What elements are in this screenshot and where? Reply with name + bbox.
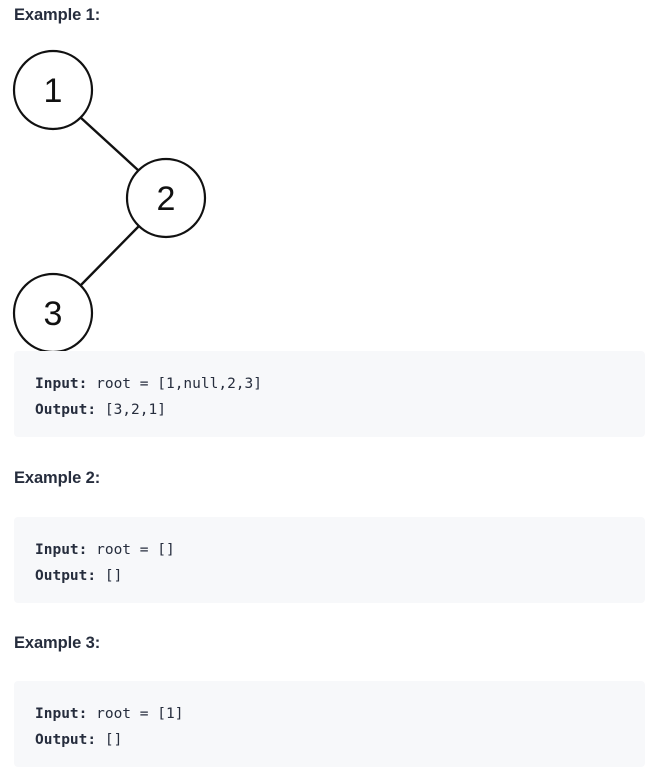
example-1-input-label: Input: [35,376,88,392]
example-1-output-line: Output: [3,2,1] [35,397,645,423]
example-3-heading: Example 3: [14,634,101,652]
example-3-output-value: [] [96,732,123,748]
example-1-code-block: Input: root = [1,null,2,3] Output: [3,2,… [14,351,645,437]
example-1-output-value: [3,2,1] [96,402,166,418]
example-1-output-label: Output: [35,402,97,418]
example-1-heading: Example 1: [14,6,101,24]
tree-node-2-label: 2 [157,180,176,218]
example-3-input-label: Input: [35,706,88,722]
tree-node-2-circle [125,157,207,239]
example-2-output-line: Output: [] [35,563,645,589]
example-3-output-label: Output: [35,732,97,748]
tree-node-1-label: 1 [44,72,63,110]
example-2-input-label: Input: [35,542,88,558]
example-2-output-label: Output: [35,568,97,584]
binary-tree-diagram: 1 2 3 [0,45,230,355]
example-3-input-value: root = [1] [87,706,184,722]
tree-edge-1-to-2 [78,115,141,173]
example-3-input-line: Input: root = [1] [35,701,645,727]
tree-edge-2-to-3 [78,224,141,288]
example-2-heading: Example 2: [14,469,101,487]
example-2-output-value: [] [96,568,123,584]
example-2-code-block: Input: root = [] Output: [] [14,517,645,603]
example-2-input-value: root = [] [87,542,175,558]
example-1-input-value: root = [1,null,2,3] [87,376,262,392]
tree-node-3-label: 3 [44,295,63,333]
example-3-output-line: Output: [] [35,727,645,753]
example-2-input-line: Input: root = [] [35,537,645,563]
example-3-code-block: Input: root = [1] Output: [] [14,681,645,767]
tree-node-1-circle [12,49,94,131]
example-1-input-line: Input: root = [1,null,2,3] [35,371,645,397]
